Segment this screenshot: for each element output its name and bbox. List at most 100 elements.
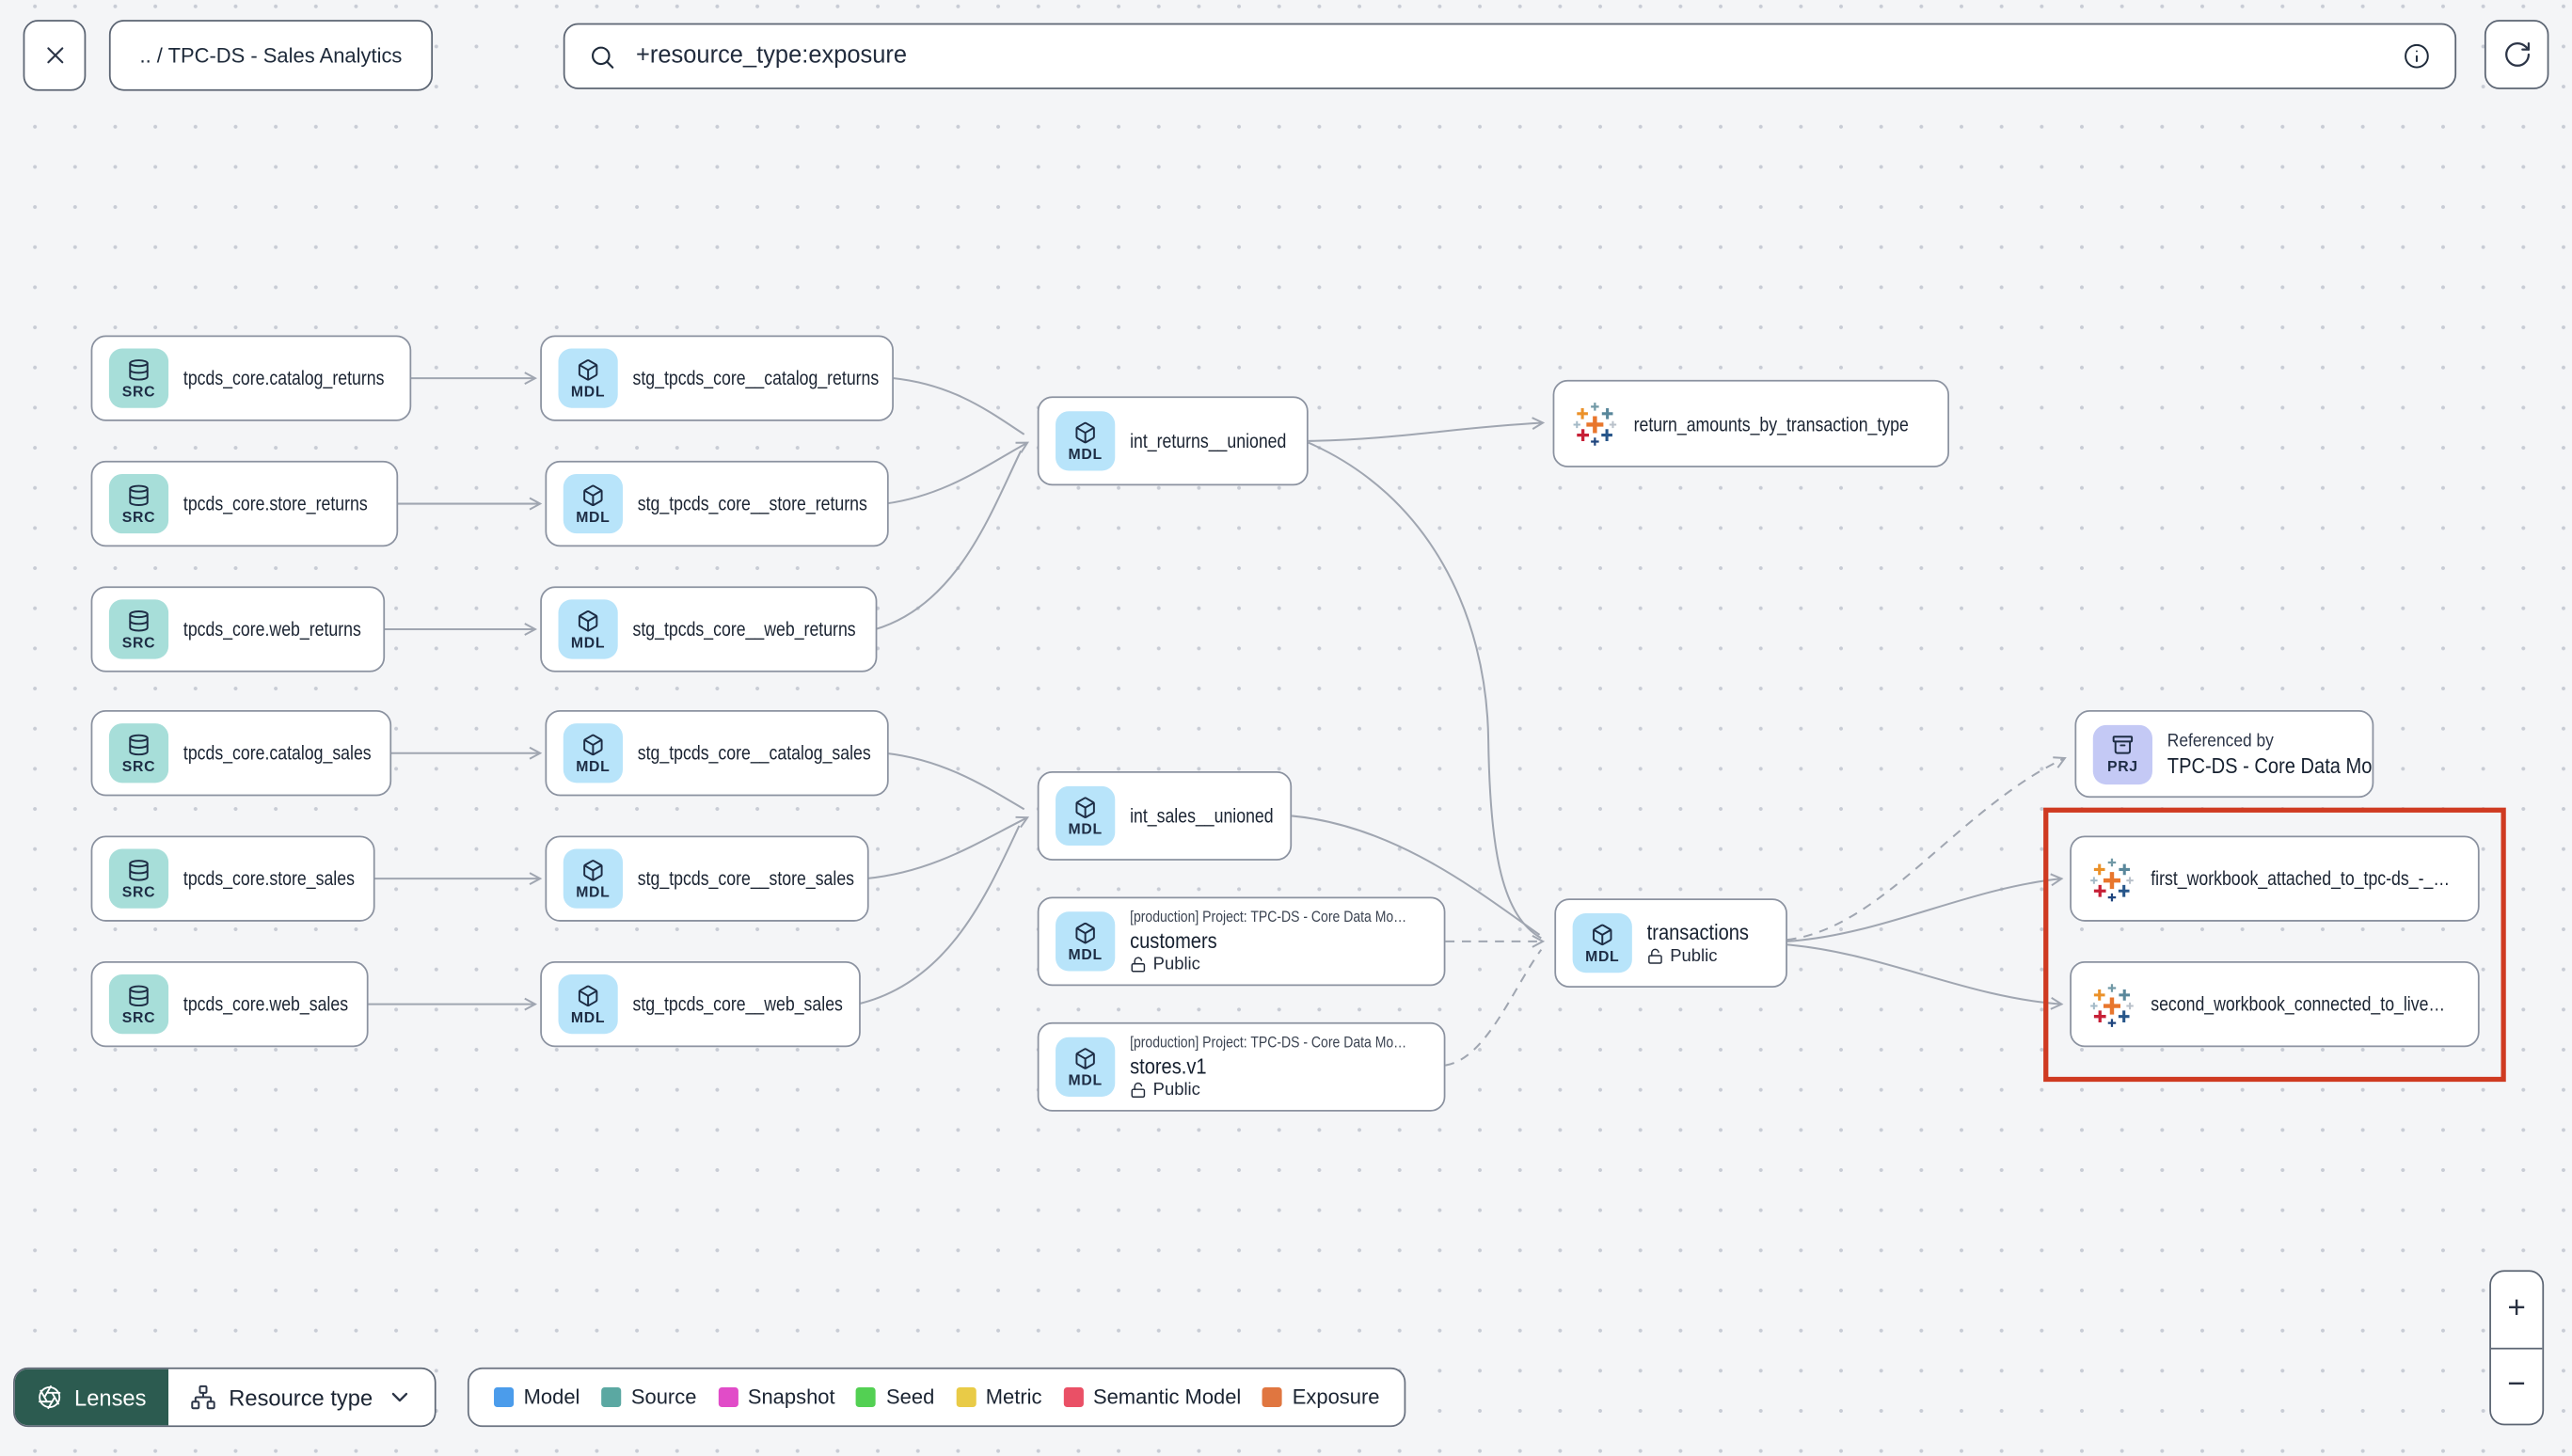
node-second-workbook-exposure[interactable]: second_workbook_connected_to_live…: [2070, 960, 2480, 1048]
node-label: stg_tpcds_core__store_sales: [637, 866, 855, 891]
cube-icon: [583, 859, 603, 880]
node-return-amounts-exposure[interactable]: return_amounts_by_transaction_type: [1552, 379, 1950, 467]
model-icon: MDL: [563, 723, 623, 783]
legend-item-semantic-model: Semantic Model: [1063, 1385, 1241, 1409]
unlock-icon: [1648, 948, 1662, 964]
node-stg-web-sales[interactable]: MDL stg_tpcds_core__web_sales: [540, 960, 861, 1048]
node-source-web-returns[interactable]: SRC tpcds_core.web_returns: [90, 586, 386, 673]
cube-icon: [1075, 922, 1095, 943]
highlight-box: [2043, 807, 2506, 1083]
node-stg-store-returns[interactable]: MDL stg_tpcds_core__store_returns: [545, 460, 889, 547]
archive-icon: [2112, 736, 2134, 754]
node-label: first_workbook_attached_to_tpc-ds_-_…: [2151, 866, 2451, 891]
node-label: tpcds_core.web_sales: [183, 992, 349, 1016]
database-icon: [129, 483, 149, 506]
close-icon: [46, 47, 63, 64]
node-label: TPC-DS - Core Data Models: [2167, 752, 2373, 778]
close-button[interactable]: [23, 20, 87, 91]
model-icon: MDL: [1056, 785, 1116, 847]
node-label: int_sales__unioned: [1130, 804, 1274, 828]
node-source-catalog-returns[interactable]: SRC tpcds_core.catalog_returns: [90, 335, 412, 421]
model-icon: MDL: [1056, 1037, 1116, 1097]
node-first-workbook-exposure[interactable]: first_workbook_attached_to_tpc-ds_-_…: [2070, 835, 2480, 922]
zoom-in-button[interactable]: +: [2507, 1290, 2526, 1326]
aperture-icon: [39, 1385, 61, 1410]
refresh-button[interactable]: [2484, 20, 2549, 89]
node-label: stg_tpcds_core__catalog_sales: [637, 741, 871, 766]
node-stg-catalog-returns[interactable]: MDL stg_tpcds_core__catalog_returns: [540, 335, 894, 421]
node-stores-v1[interactable]: MDL [production] Project: TPC-DS - Core …: [1037, 1021, 1446, 1112]
node-int-sales-unioned[interactable]: MDL int_sales__unioned: [1037, 771, 1293, 861]
project-icon: PRJ: [2092, 723, 2152, 784]
database-icon: [129, 358, 149, 380]
node-int-returns-unioned[interactable]: MDL int_returns__unioned: [1037, 396, 1309, 486]
node-label: tpcds_core.store_sales: [183, 866, 355, 891]
access-badge: Public: [1130, 955, 1427, 974]
resource-type-dropdown[interactable]: Resource type: [167, 1369, 435, 1426]
node-label: customers: [1130, 927, 1217, 954]
node-label: tpcds_core.catalog_sales: [183, 741, 372, 766]
zoom-controls: + −: [2489, 1270, 2545, 1426]
source-icon: SRC: [108, 348, 169, 408]
search-bar[interactable]: [563, 23, 2457, 89]
database-icon: [129, 859, 149, 880]
search-icon: [592, 45, 614, 68]
search-input[interactable]: [632, 40, 2386, 71]
resource-type-icon: [190, 1385, 214, 1410]
cube-icon: [583, 733, 603, 755]
node-label: transactions: [1646, 920, 1749, 945]
cube-icon: [1075, 1047, 1095, 1068]
node-source-store-sales[interactable]: SRC tpcds_core.store_sales: [90, 835, 375, 922]
source-icon: SRC: [108, 473, 169, 534]
project-label: [production] Project: TPC-DS - Core Data…: [1130, 1034, 1407, 1052]
legend-item-metric: Metric: [956, 1385, 1042, 1409]
cube-icon: [583, 483, 603, 506]
source-icon: SRC: [108, 848, 169, 909]
database-icon: [129, 609, 149, 631]
refresh-icon: [2504, 41, 2530, 67]
node-stg-store-sales[interactable]: MDL stg_tpcds_core__store_sales: [545, 835, 869, 922]
unlock-icon: [1131, 1082, 1146, 1098]
cube-icon: [578, 358, 598, 380]
model-icon: MDL: [558, 348, 618, 408]
node-referenced-by-project[interactable]: PRJ Referenced by TPC-DS - Core Data Mod…: [2074, 710, 2374, 799]
model-icon: MDL: [558, 974, 618, 1035]
cube-icon: [1593, 923, 1612, 945]
cube-icon: [578, 609, 598, 631]
legend-swatch: [1262, 1386, 1283, 1408]
database-icon: [129, 733, 149, 755]
node-source-catalog-sales[interactable]: SRC tpcds_core.catalog_sales: [90, 710, 392, 797]
node-source-store-returns[interactable]: SRC tpcds_core.store_returns: [90, 460, 399, 547]
lens-control-group: Lenses Resource type: [13, 1367, 436, 1428]
referenced-by-label: Referenced by: [2167, 731, 2274, 752]
info-icon[interactable]: [2402, 41, 2432, 71]
node-stg-web-returns[interactable]: MDL stg_tpcds_core__web_returns: [540, 586, 878, 673]
node-label: stg_tpcds_core__catalog_returns: [632, 366, 880, 390]
tableau-icon: [1573, 403, 1617, 446]
node-stg-catalog-sales[interactable]: MDL stg_tpcds_core__catalog_sales: [545, 710, 889, 797]
node-label: stg_tpcds_core__web_sales: [632, 992, 843, 1016]
database-icon: [129, 984, 149, 1006]
legend-swatch: [856, 1386, 877, 1408]
breadcrumb[interactable]: .. / TPC-DS - Sales Analytics: [108, 20, 434, 91]
access-badge: Public: [1647, 946, 1763, 966]
node-source-web-sales[interactable]: SRC tpcds_core.web_sales: [90, 960, 369, 1048]
node-transactions[interactable]: MDL transactions Public: [1554, 898, 1787, 989]
node-label: tpcds_core.store_returns: [183, 492, 368, 515]
chevron-down-icon: [391, 1392, 407, 1402]
tableau-icon: [2090, 857, 2134, 901]
legend-item-snapshot: Snapshot: [718, 1385, 835, 1409]
tableau-icon: [2090, 983, 2134, 1026]
node-label: second_workbook_connected_to_live…: [2151, 992, 2446, 1016]
legend-item-source: Source: [601, 1385, 696, 1409]
zoom-out-button[interactable]: −: [2490, 1346, 2543, 1424]
project-label: [production] Project: TPC-DS - Core Data…: [1130, 908, 1407, 927]
cube-icon: [578, 984, 598, 1006]
node-label: tpcds_core.web_returns: [183, 617, 361, 641]
legend-swatch: [956, 1386, 976, 1408]
node-customers[interactable]: MDL [production] Project: TPC-DS - Core …: [1037, 896, 1446, 987]
lenses-button[interactable]: Lenses: [14, 1369, 168, 1426]
legend-item-exposure: Exposure: [1262, 1385, 1379, 1409]
cube-icon: [1075, 420, 1095, 443]
